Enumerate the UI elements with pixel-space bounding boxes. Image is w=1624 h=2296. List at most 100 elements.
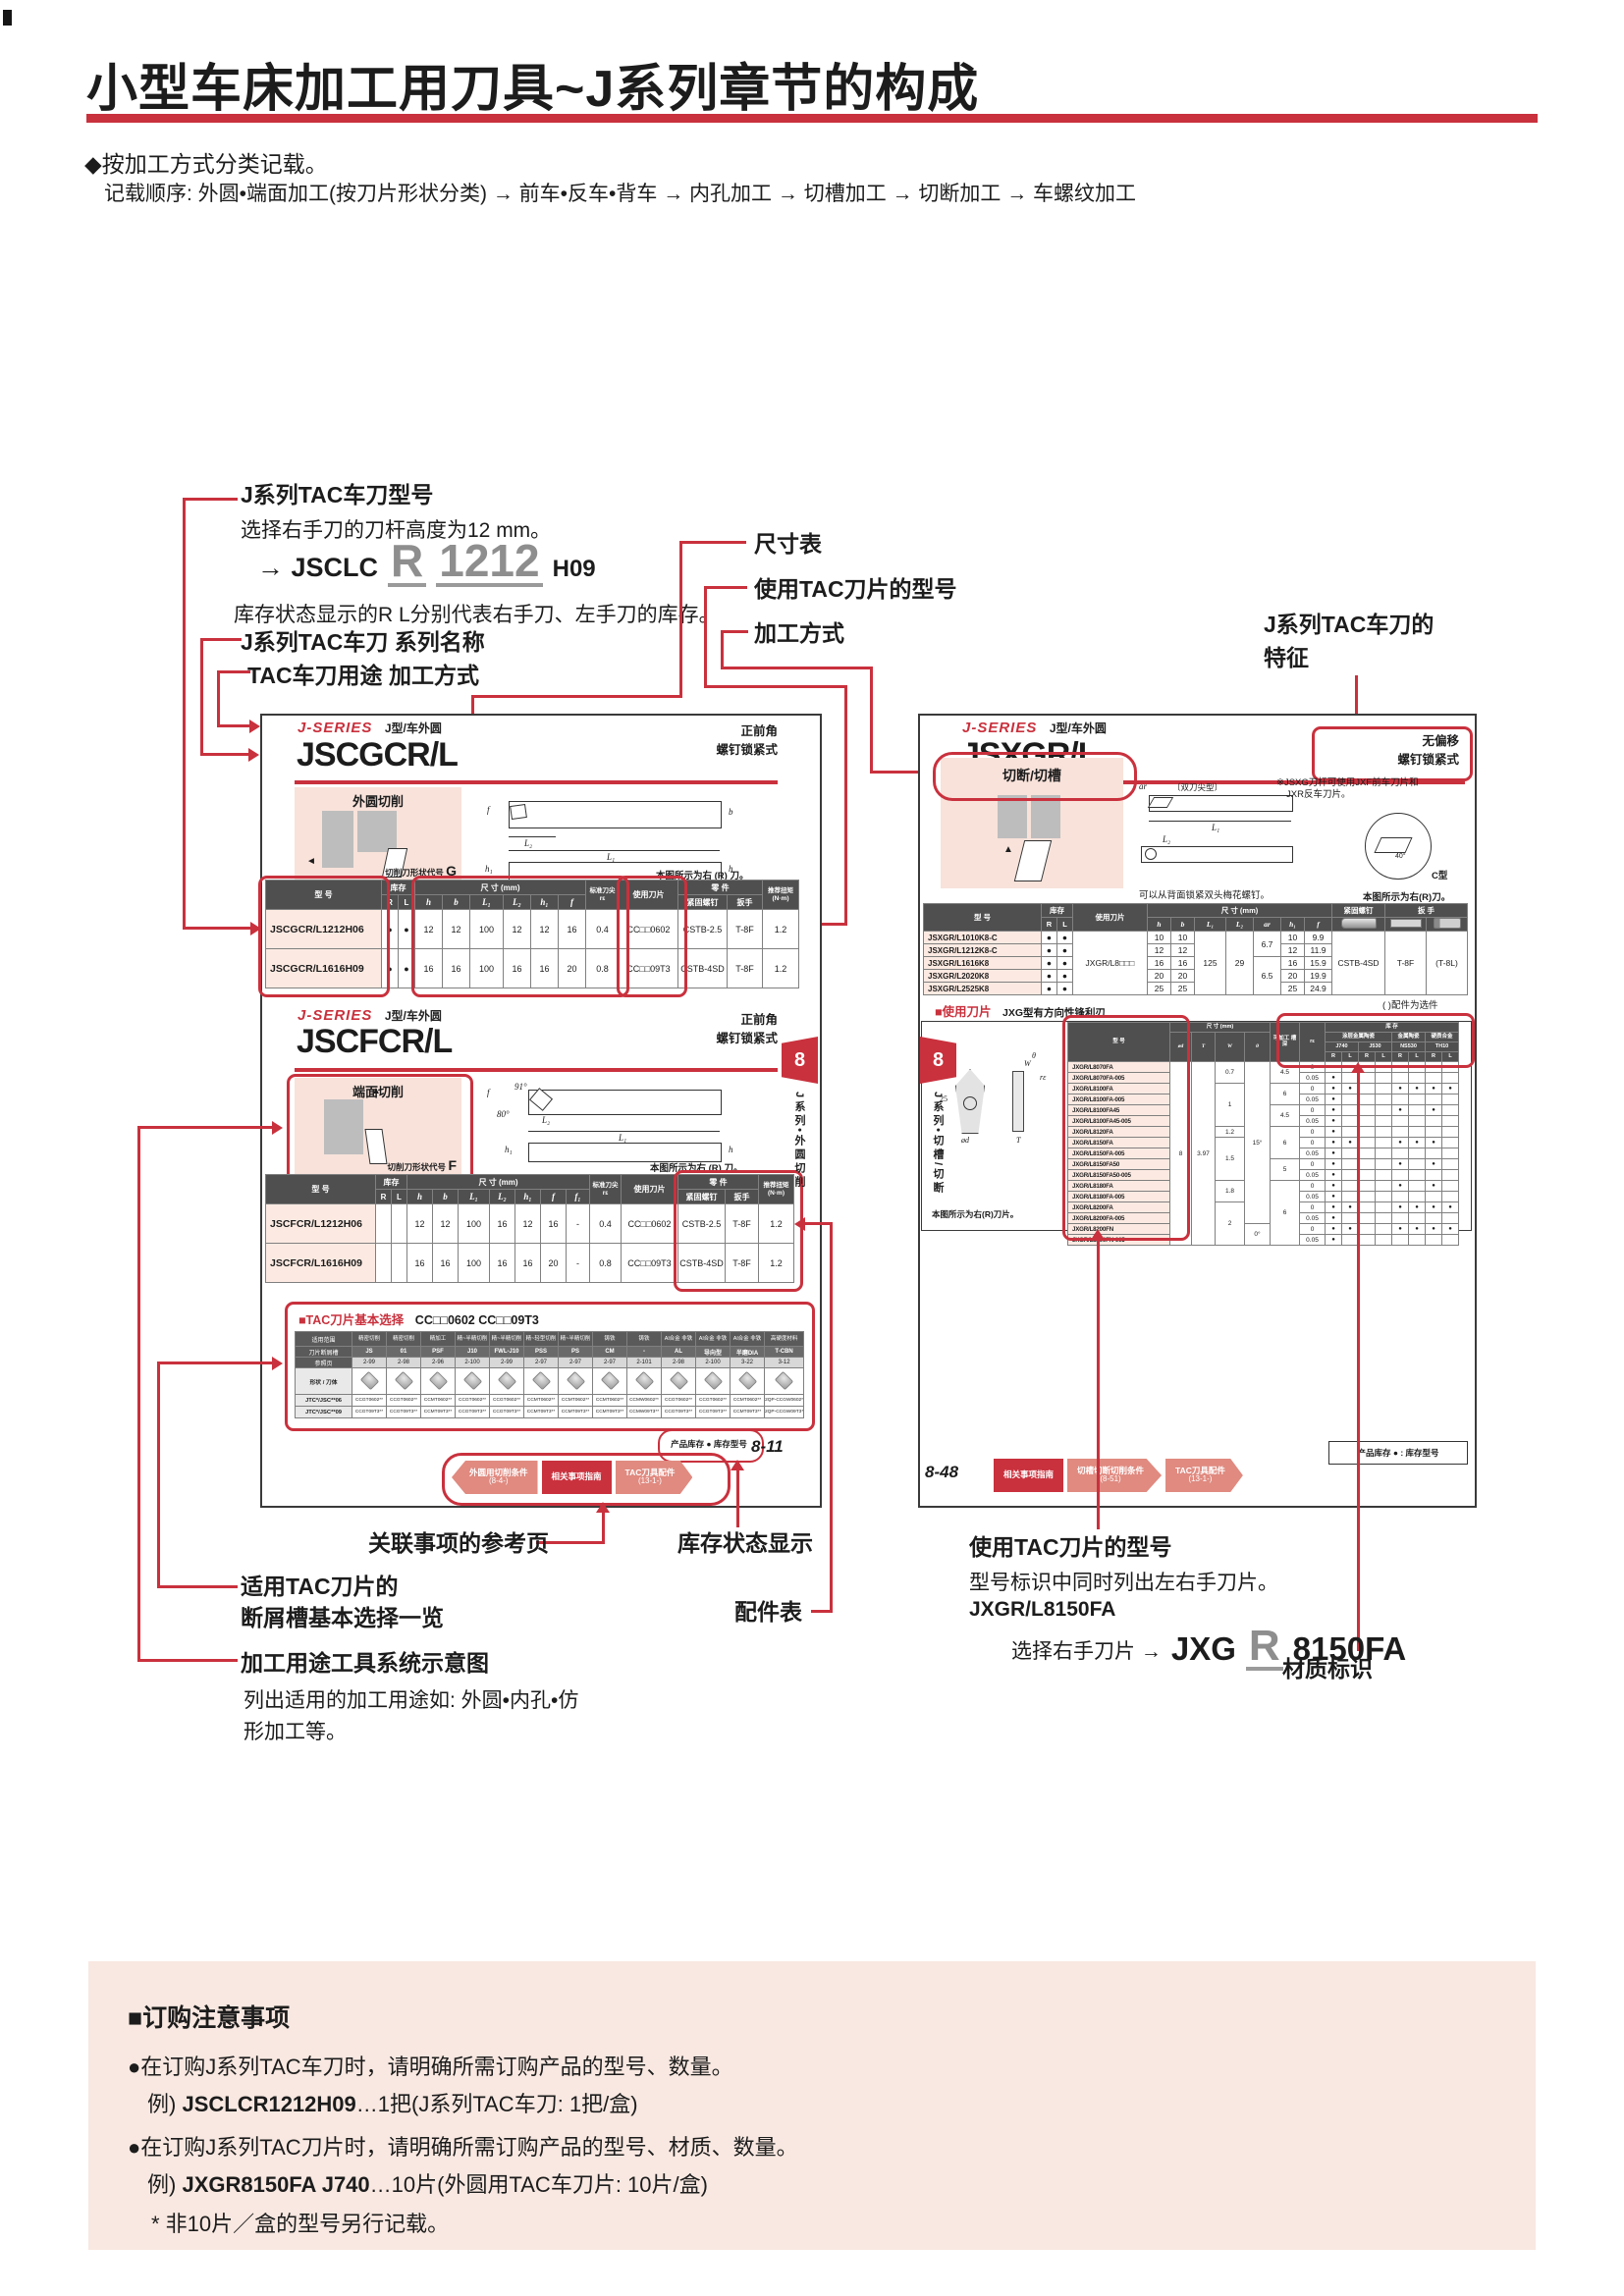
table-cell: ● (1441, 1223, 1459, 1235)
insert-shape-icon (600, 1370, 620, 1390)
table-cell (1391, 1169, 1409, 1181)
table-cell: 2-100 (455, 1357, 490, 1368)
table-cell (1425, 1115, 1442, 1127)
table-cell: 0.05 (1299, 1191, 1326, 1202)
table-cell: CCMT09T3** (730, 1406, 765, 1418)
table-cell: 2-100 (695, 1357, 731, 1368)
table-cell: 0.4 (585, 909, 620, 949)
connector-line (704, 586, 707, 688)
table-cell: L (1341, 1051, 1359, 1062)
table-cell: ● (1408, 1201, 1426, 1213)
table-cell: 125 (1194, 931, 1226, 995)
table-cell: 16 (558, 909, 586, 949)
table-cell (1425, 1126, 1442, 1138)
table-cell: ● (1391, 1137, 1409, 1148)
connector-line (721, 630, 748, 633)
table-cell: TH10 (1425, 1041, 1459, 1052)
table-cell: CCGT09T3** (455, 1406, 490, 1418)
basic-selection-codes: CC□□0602 CC□□09T3 (414, 1313, 539, 1327)
table-cell: ● (1425, 1104, 1442, 1116)
annotation-stock-note: 库存状态显示的R L分别代表右手刀、左手刀的库存。 (234, 604, 720, 626)
chapter-tab: 8 (782, 1037, 818, 1084)
table-cell: 使用刀片 (619, 880, 678, 910)
connector-line (183, 498, 238, 501)
order-notes-panel: ■订购注意事项 ●在订购J系列TAC车刀时，请明确所需订购产品的型号、数量。 例… (88, 1961, 1536, 2250)
connector-line (679, 541, 682, 698)
annotation-feature-2: 特征 (1264, 645, 1309, 670)
chapter-tab-text: J系列•切槽/切断 (932, 1092, 944, 1197)
dim-label-theta: θ (1032, 1051, 1036, 1060)
example-prefix: 例) (147, 2172, 183, 2197)
table-cell (1408, 1180, 1426, 1192)
shape-code-text: 切削刀形状代号 (385, 868, 444, 878)
table-cell: 9.9 (1304, 931, 1332, 944)
table-cell (391, 1243, 407, 1283)
table-cell: θ (1244, 1032, 1271, 1062)
table-cell (1408, 1234, 1426, 1246)
series-logo-row: J-SERIES J型/车外圆 (298, 720, 442, 737)
nav-label: 外圆用切削条件 (469, 1467, 528, 1477)
table-cell: ● (1325, 1115, 1342, 1127)
formula-suffix: 8150FA (1292, 1629, 1407, 1667)
table-cell: 12 (1147, 943, 1171, 957)
table-cell: f (1304, 917, 1332, 932)
annotation-material: 材质标识 (1282, 1656, 1373, 1682)
table-cell: 0 (1299, 1180, 1326, 1192)
table-cell: CCGT0602** (695, 1394, 731, 1407)
table-cell: CCGT09T3** (489, 1406, 524, 1418)
table-cell: 精~半精切削 (455, 1331, 490, 1347)
table-cell: L (1408, 1051, 1426, 1062)
clamp-type-label: 螺钉锁紧式 (1397, 752, 1459, 767)
table-cell: ● (1041, 982, 1057, 995)
table-cell: R (1391, 1051, 1409, 1062)
table-cell: b (442, 894, 470, 910)
table-cell (1358, 1137, 1376, 1148)
table-cell: 6.5 (1253, 956, 1281, 995)
table-cell: 精加工 (420, 1331, 456, 1347)
table-cell: CSTB-2.5 (677, 909, 728, 949)
table-cell: 金属陶瓷 (1391, 1032, 1426, 1042)
table-cell: ● (1325, 1158, 1342, 1170)
annotation-feature-1: J系列TAC车刀的 (1264, 612, 1435, 637)
table-cell: 2 (1215, 1201, 1245, 1246)
table-cell: JXGR/L8100FA-005 (1067, 1094, 1170, 1105)
table-cell: ● (1408, 1223, 1426, 1235)
table-cell: 型 号 (1067, 1022, 1170, 1062)
table-cell: ● (1325, 1180, 1342, 1192)
table-cell: 100 (469, 909, 504, 949)
table-cell: ● (1056, 943, 1073, 957)
table-cell: CC□□09T3 (619, 948, 678, 988)
table-cell (1375, 1072, 1392, 1084)
table-cell: 8 (1169, 1061, 1192, 1246)
table-cell: ● (1341, 1137, 1359, 1148)
table-cell: CCMT09T3** (420, 1406, 456, 1418)
order-notes-heading: ■订购注意事项 (128, 2004, 291, 2032)
table-cell: ● (1408, 1083, 1426, 1095)
table-cell: ● (1391, 1083, 1409, 1095)
table-cell (1375, 1115, 1392, 1127)
table-cell: ● (398, 909, 415, 949)
table-cell (661, 1367, 696, 1395)
formula-prefix: → JSCLC (257, 552, 379, 582)
table-cell (1341, 1169, 1359, 1181)
table-cell: 0.05 (1299, 1072, 1326, 1084)
table-cell: 铸铁 (592, 1331, 627, 1347)
dim-label-f: f (487, 805, 490, 815)
connector-line (830, 1222, 833, 1613)
table-cell (1441, 1212, 1459, 1224)
insert-note: 本图所示为右(R)刀片。 (932, 1209, 1019, 1219)
connector-line (870, 771, 925, 774)
table-cell: JSXGR/L1616K8 (923, 956, 1042, 970)
table-cell: ● (1408, 1137, 1426, 1148)
nav-page-ref: (13-1-) (637, 1476, 662, 1486)
table-cell (1375, 1180, 1392, 1192)
table-cell: 20 (1280, 969, 1305, 983)
example-model: JSCLCR1212H09 (182, 2092, 356, 2116)
table-cell: 型 号 (265, 880, 382, 910)
table-cell: ● (1425, 1180, 1442, 1192)
